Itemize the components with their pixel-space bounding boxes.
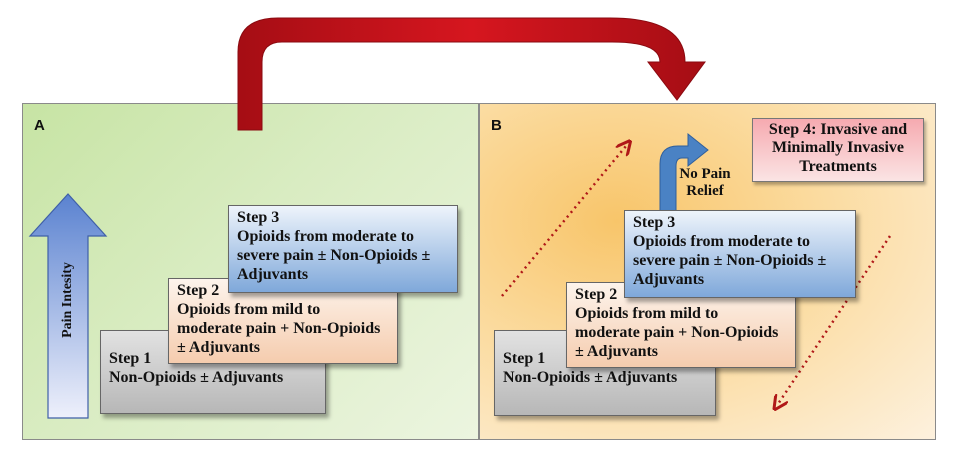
panel-a-label: A xyxy=(34,117,45,134)
step-title: Step 2 xyxy=(177,282,220,299)
step-body: Opioids from moderate to severe pain ± N… xyxy=(633,232,827,288)
pain-intensity-arrow-icon xyxy=(28,193,108,419)
no-relief-arrow-icon xyxy=(659,132,709,213)
step-title: Step 2 xyxy=(575,286,618,303)
no-pain-relief-label: No Pain Relief xyxy=(679,166,731,200)
panel-a-step-3: Step 3 Opioids from moderate to severe p… xyxy=(228,205,458,293)
step-body: Opioids from mild to moderate pain + Non… xyxy=(575,304,779,360)
escalation-dotted-arrow-icon xyxy=(501,146,626,297)
step-body: Opioids from mild to moderate pain + Non… xyxy=(177,300,381,356)
step-body: Non-Opioids ± Adjuvants xyxy=(109,368,284,386)
step-body: Non-Opioids ± Adjuvants xyxy=(503,368,678,386)
step-title: Step 1 xyxy=(503,350,546,367)
deescalation-dotted-arrow-icon xyxy=(778,235,892,404)
step-title: Step 3 xyxy=(633,214,676,231)
panel-b-label: B xyxy=(491,117,502,134)
panel-b-step-4: Step 4: Invasive and Minimally Invasive … xyxy=(752,118,924,182)
transition-arrow-icon xyxy=(237,17,706,131)
panel-b-step-3: Step 3 Opioids from moderate to severe p… xyxy=(624,210,856,298)
pain-intensity-label: Pain Intesity xyxy=(60,262,75,338)
step-title: Step 1 xyxy=(109,350,152,367)
step-body: Opioids from moderate to severe pain ± N… xyxy=(237,227,431,283)
step-title: Step 3 xyxy=(237,209,280,226)
